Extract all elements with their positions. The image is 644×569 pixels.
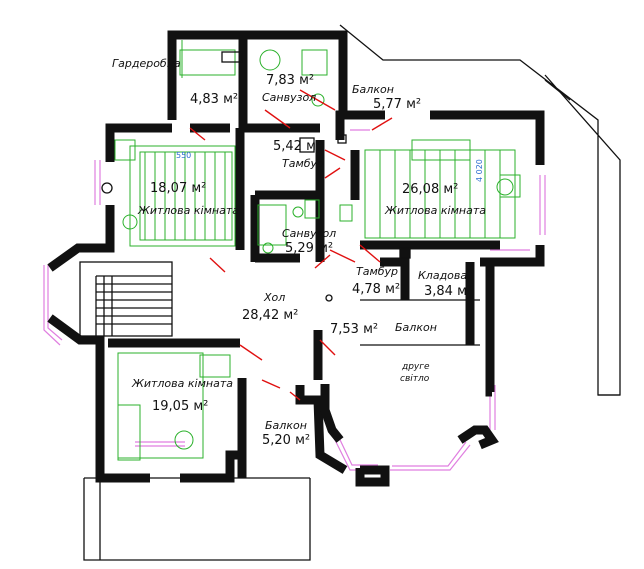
dimension-550: 550 — [176, 151, 192, 160]
label-balkon-mid: Балкон — [395, 321, 437, 334]
area-kladova: 3,84 м² — [424, 284, 473, 299]
area-sanvuzol-top: 7,83 м² — [266, 73, 315, 88]
label-balkon-bottom: Балкон — [265, 419, 307, 432]
area-garderobna: 4,83 м² — [190, 92, 239, 107]
label-kladova: Кладова — [418, 269, 468, 282]
area-tambur-top: 5,42 м² — [273, 139, 322, 154]
area-room-left: 18,07 м² — [150, 181, 207, 196]
area-tambur-mid: 4,78 м² — [352, 282, 401, 297]
label-svitlo: світло — [400, 374, 430, 384]
area-room-right: 26,08 м² — [402, 182, 459, 197]
area-sanvuzol-mid: 5,29 м² — [285, 241, 334, 256]
staircase — [79, 261, 173, 337]
furniture — [114, 40, 521, 461]
walls — [47, 30, 545, 487]
area-hol: 28,42 м² — [242, 308, 299, 323]
area-balkon-bottom: 5,20 м² — [262, 433, 311, 448]
area-balkon-top: 5,77 м² — [373, 97, 422, 112]
leader-lines — [189, 89, 393, 401]
glazing — [43, 129, 546, 471]
label-sanvuzol-top: Санвузол — [262, 91, 317, 104]
label-garderobna: Гардеробна — [112, 57, 181, 70]
label-room-left: Житлова кімната — [138, 204, 239, 217]
label-druhe: друге — [402, 362, 430, 372]
dimension-4020: 4 020 — [475, 159, 484, 182]
label-tambur-mid: Тамбур — [356, 265, 399, 278]
label-hol: Хол — [264, 291, 286, 304]
label-tambur-top: Тамбур — [282, 157, 325, 170]
label-room-bottom: Житлова кімната — [132, 377, 233, 390]
fixtures — [101, 51, 411, 302]
area-balkon-mid: 7,53 м² — [330, 322, 379, 337]
label-balkon-top: Балкон — [352, 83, 394, 96]
area-room-bottom: 19,05 м² — [152, 399, 209, 414]
label-sanvuzol-mid: Санвузол — [282, 227, 337, 240]
label-room-right: Житлова кімната — [385, 204, 486, 217]
